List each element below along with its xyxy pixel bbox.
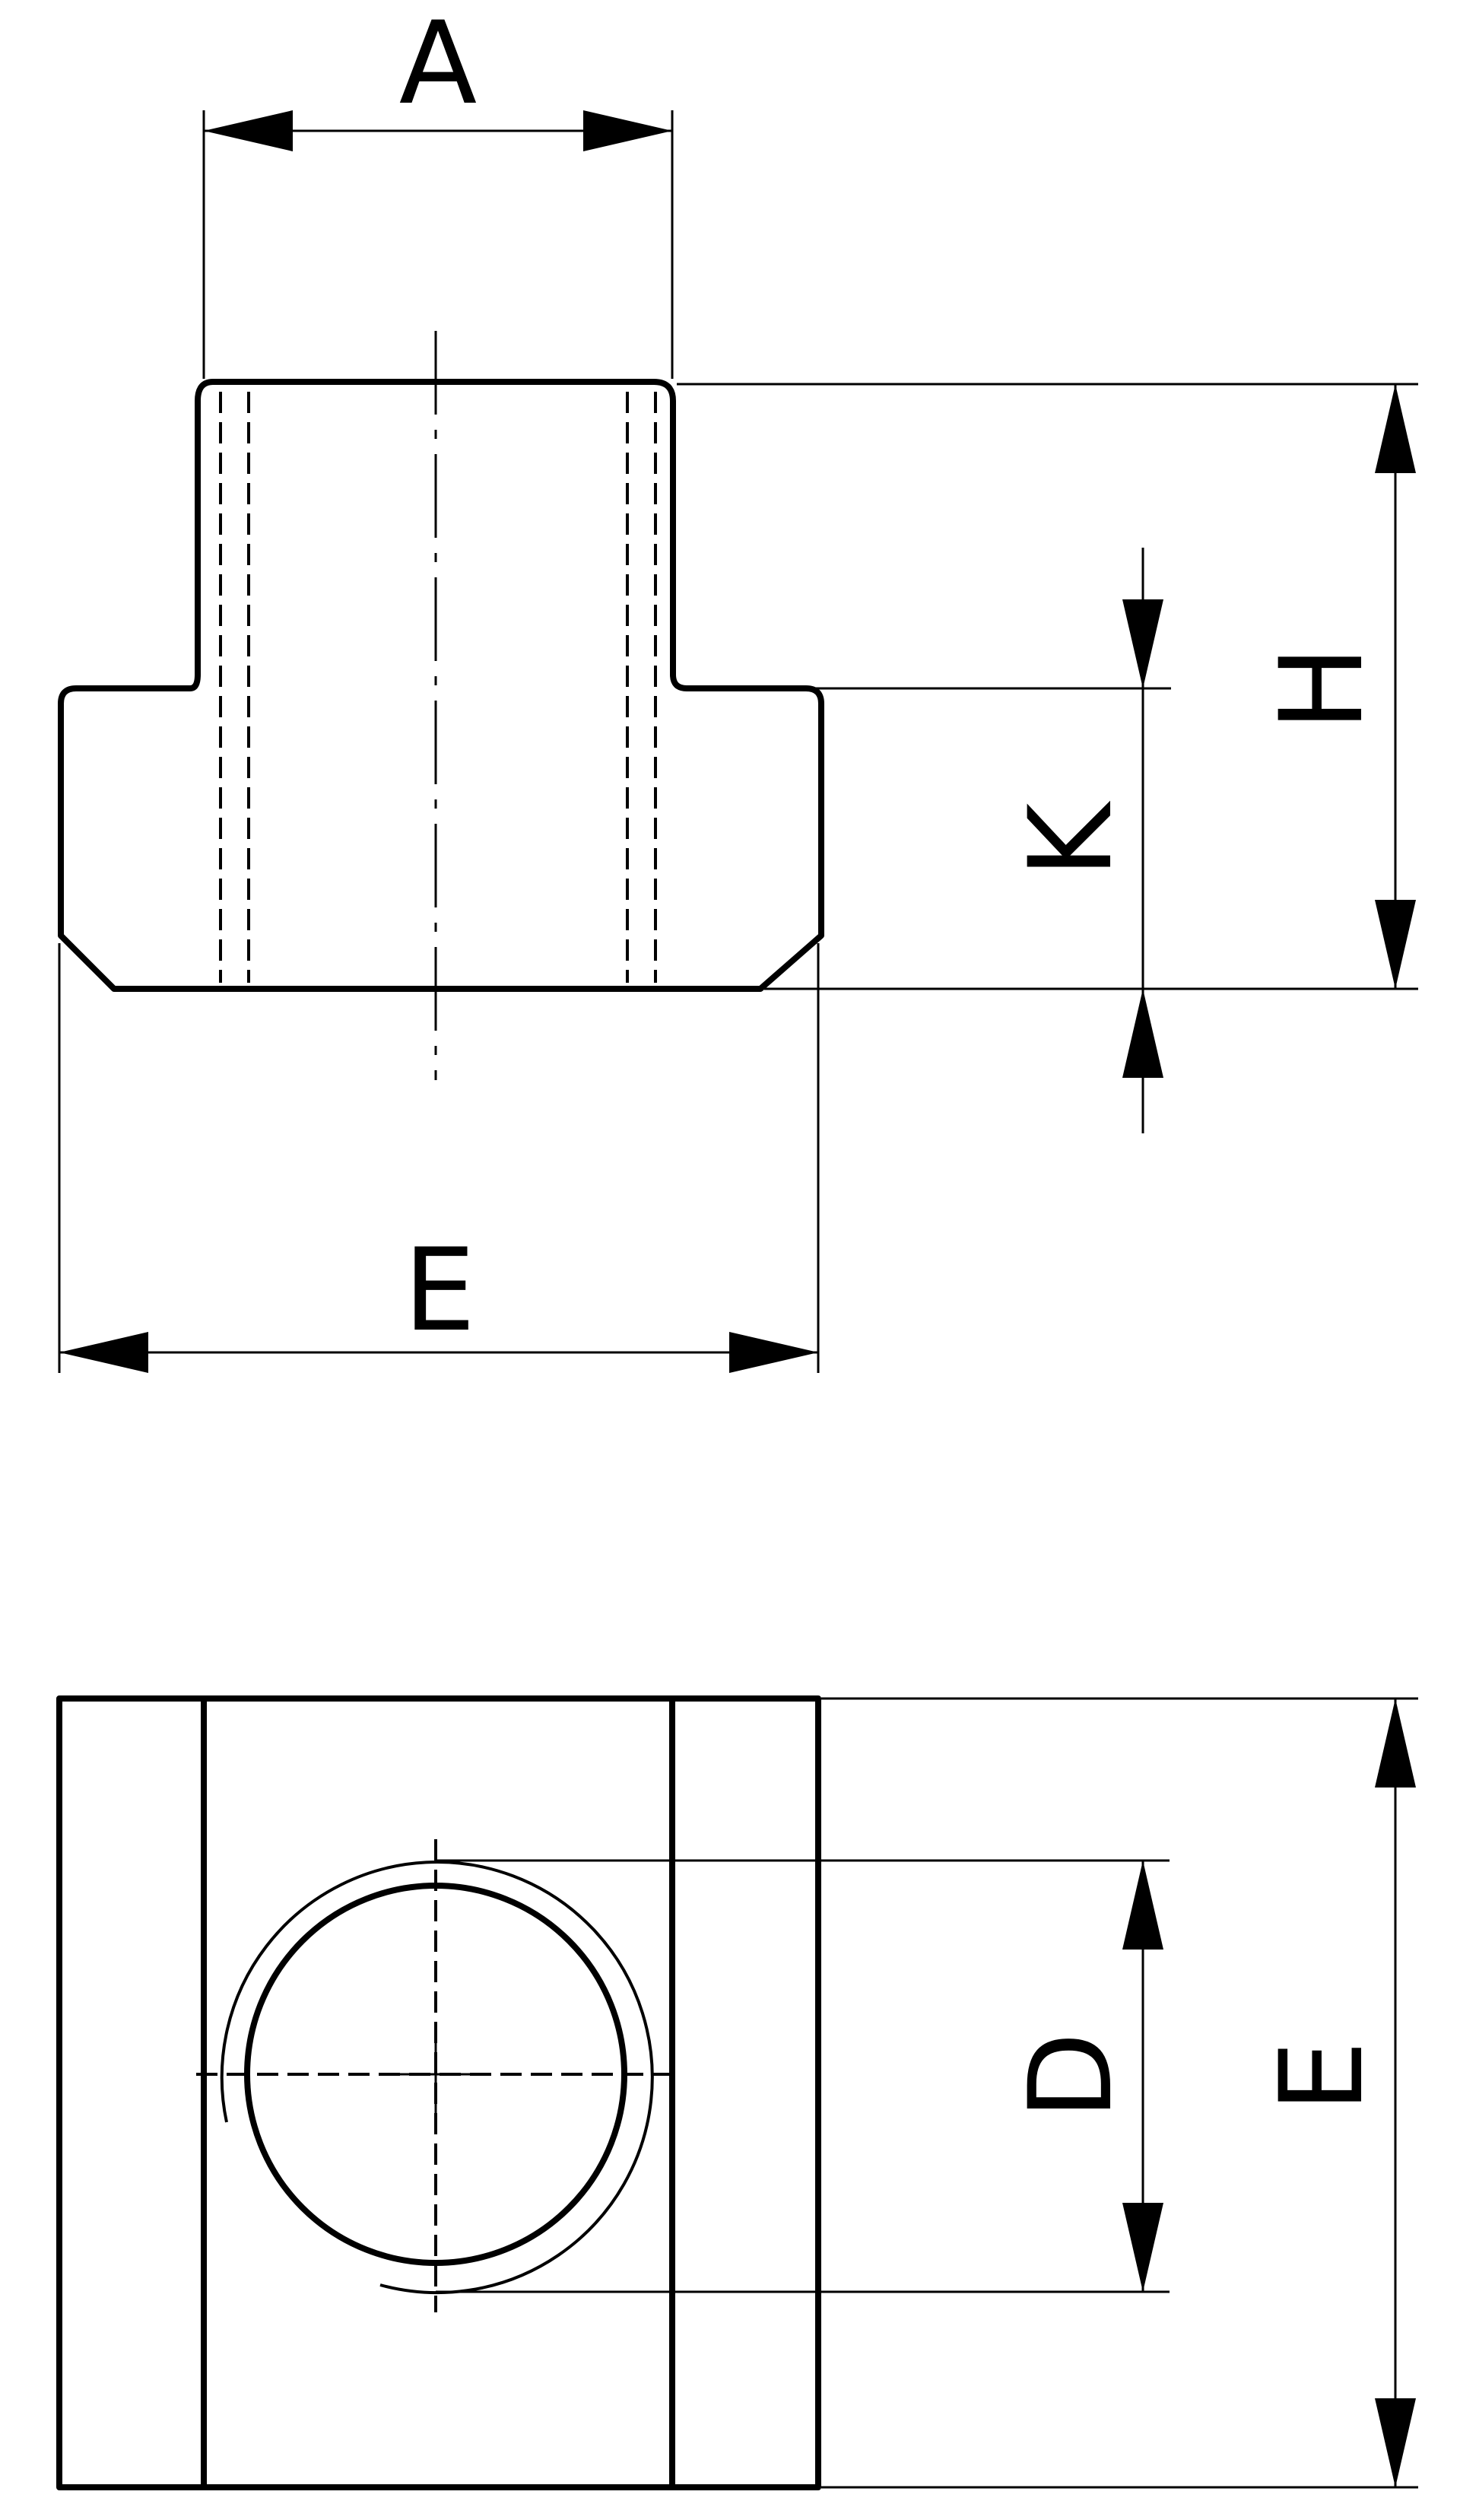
dimension-a-arrow-right <box>583 110 672 151</box>
dimension-a: A <box>202 0 674 379</box>
dimension-e-top: E <box>821 1697 1418 2489</box>
dimension-e-front-label: E <box>404 1225 476 1357</box>
dimension-e-front: E <box>58 943 820 1373</box>
dimension-e-top-label: E <box>1256 2041 1389 2113</box>
dimension-k-label: K <box>1005 800 1138 878</box>
dimension-d-arrow-top <box>1122 1861 1163 1950</box>
top-view <box>56 1695 821 2490</box>
dimension-d: D <box>436 1859 1170 2293</box>
dimension-e-front-arrow-right <box>729 1332 818 1373</box>
dimension-k-arrow-top <box>1122 599 1163 688</box>
dimension-h-arrow-top <box>1375 384 1416 473</box>
front-view-outline <box>58 379 824 992</box>
dimension-h-arrow-bottom <box>1375 900 1416 989</box>
dimension-k-arrow-bottom <box>1122 989 1163 1078</box>
dimension-a-arrow-left <box>204 110 293 151</box>
dimension-a-label: A <box>399 0 478 130</box>
dimension-h-label: H <box>1256 646 1389 732</box>
dimension-e-top-arrow-bottom <box>1375 2398 1416 2487</box>
top-view-outline <box>56 1695 821 2490</box>
dimension-d-arrow-bottom <box>1122 2203 1163 2292</box>
dimension-e-front-arrow-left <box>59 1332 148 1373</box>
dimension-h: H <box>677 383 1418 990</box>
thread-major-diameter-arc <box>220 1861 654 2295</box>
dimension-e-top-arrow-top <box>1375 1699 1416 1788</box>
dimension-k: K <box>806 548 1171 1133</box>
front-view <box>58 331 824 1080</box>
dimension-d-label: D <box>1005 2032 1138 2120</box>
